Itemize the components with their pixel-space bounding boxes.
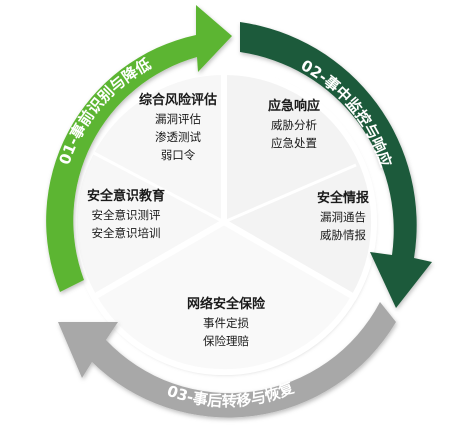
intel-title: 安全情报 (316, 191, 369, 206)
emergency-block: 应急响应 威胁分析 应急处置 (246, 98, 342, 152)
emergency-title: 应急响应 (267, 99, 320, 114)
sector-bottom (89, 218, 359, 376)
divider-left (91, 150, 225, 224)
emergency-item: 威胁分析 (271, 118, 317, 132)
phase-2-arc (240, 22, 432, 308)
awareness-title: 安全意识教育 (86, 189, 165, 204)
awareness-item: 安全意识培训 (91, 226, 161, 240)
intel-block: 安全情报 漏洞通告 威胁情报 (300, 190, 386, 244)
awareness-block: 安全意识教育 安全意识测评 安全意识培训 (66, 188, 186, 242)
insurance-item: 事件定损 (203, 316, 249, 330)
risk-assessment-item: 弱口令 (160, 148, 196, 162)
intel-item: 威胁情报 (320, 228, 366, 242)
divider-right (223, 163, 357, 224)
phase-1-arc (46, 5, 232, 292)
risk-assessment-block: 综合风险评估 漏洞评估 渗透测试 弱口令 (122, 92, 234, 164)
insurance-item: 保险理赔 (203, 334, 249, 348)
insurance-block: 网络安全保险 事件定损 保险理赔 (168, 296, 284, 350)
intel-item: 漏洞通告 (320, 210, 366, 224)
center-disk (70, 68, 378, 376)
emergency-item: 应急处置 (271, 136, 317, 150)
insurance-title: 网络安全保险 (186, 297, 265, 312)
risk-assessment-title: 综合风险评估 (138, 93, 217, 108)
awareness-item: 安全意识测评 (91, 208, 161, 222)
risk-assessment-item: 漏洞评估 (155, 112, 201, 126)
phase-3-arc (58, 302, 396, 418)
risk-assessment-item: 渗透测试 (155, 130, 201, 144)
